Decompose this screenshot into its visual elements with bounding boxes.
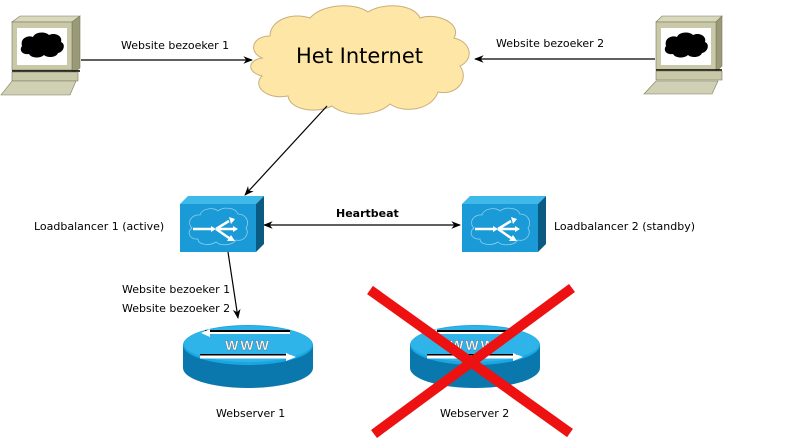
internet-cloud [250, 5, 470, 115]
link-lb1-webserver1 [227, 251, 241, 319]
internet-label: Het Internet [296, 44, 424, 68]
webserver-2-label: Webserver 2 [440, 407, 510, 420]
failure-cross-icon [367, 283, 575, 439]
screen-cloud-icon [20, 32, 64, 58]
loadbalancer-2-label: Loadbalancer 2 (standby) [554, 220, 696, 233]
lb-to-server-label-2: Website bezoeker 2 [122, 302, 231, 315]
computer-icon-visitor-2 [643, 15, 723, 95]
link-internet-lb1 [244, 105, 328, 196]
screen-cloud-icon [664, 32, 708, 58]
heartbeat-label: Heartbeat [336, 207, 399, 220]
webserver-1-label: Webserver 1 [216, 407, 286, 420]
loadbalancer-2-icon [462, 196, 546, 252]
computer-icon-visitor-1 [0, 15, 81, 96]
webserver-1-icon: WWW [183, 325, 313, 388]
loadbalancer-1-icon [180, 196, 264, 252]
www-badge: WWW [225, 337, 271, 353]
loadbalancer-1-label: Loadbalancer 1 (active) [34, 220, 165, 233]
link-label-visitor-2: Website bezoeker 2 [496, 37, 605, 50]
lb-to-server-label-1: Website bezoeker 1 [122, 283, 231, 296]
link-label-visitor-1: Website bezoeker 1 [121, 39, 230, 52]
